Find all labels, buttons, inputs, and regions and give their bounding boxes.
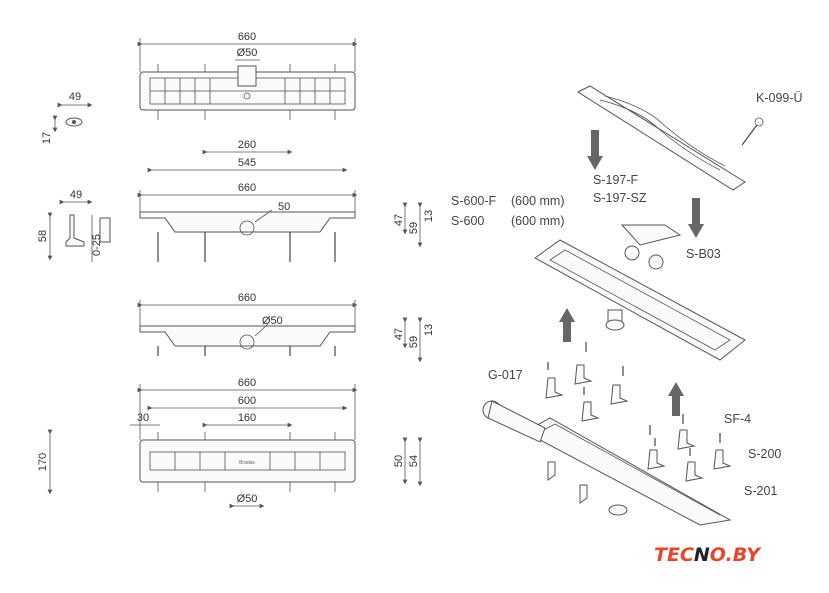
key-part [741, 117, 764, 146]
exploded-view: K-099-Ü S-197-F S-197-SZ S-600-F (600 mm… [451, 85, 803, 526]
top-width-label: 660 [238, 31, 256, 43]
top-outlet-label: Ø50 [237, 47, 258, 59]
label-sealing: G-017 [488, 368, 523, 382]
side1-grate-span: 260 [238, 139, 256, 151]
feet-group-left [545, 364, 629, 422]
label-grate-f: S-197-F [593, 173, 639, 187]
side1-inner-span: 545 [238, 157, 256, 169]
bottom-width: 660 [238, 377, 256, 389]
side1-height-b: 59 [408, 222, 420, 234]
logo-part-4: .BY [726, 544, 763, 566]
logo-part-2: N [694, 544, 710, 566]
siphon-part [620, 224, 682, 270]
arrow-down-grate [587, 130, 603, 170]
label-siphon: S-B03 [686, 247, 721, 261]
logo-part-3: O [710, 544, 726, 566]
side2-height-a: 47 [393, 328, 405, 340]
label-set-200: S-200 [748, 447, 781, 461]
svg-text:TECNO.BY: TECNO.BY [654, 544, 762, 566]
side2-width: 660 [238, 292, 256, 304]
bottom-left-height: 170 [37, 453, 49, 471]
side-view-1: 260 545 660 50 49 58 0-25 47 59 13 [37, 139, 435, 262]
bottom-height-a: 50 [393, 455, 405, 467]
channel-part [534, 239, 746, 361]
top-side-width: 49 [69, 91, 81, 103]
label-grate-sz: S-197-SZ [593, 191, 647, 205]
arrow-up-right [668, 382, 684, 416]
side2-height-b: 59 [408, 336, 420, 348]
bottom-center-span: 160 [238, 412, 256, 424]
label-key: K-099-Ü [756, 91, 803, 105]
label-channel-f: S-600-F [451, 194, 497, 208]
side1-width: 660 [238, 182, 256, 194]
side1-outlet: 50 [278, 201, 290, 213]
side1-foot-height: 58 [37, 230, 49, 242]
side-view-2: 660 Ø50 47 59 13 [137, 292, 435, 363]
bottom-brand: Bradas [239, 460, 255, 466]
bottom-view: 660 600 30 160 Bradas Ø50 170 50 54 [37, 377, 423, 509]
grate-part [576, 85, 746, 191]
bottom-outlet: Ø50 [237, 493, 258, 505]
bottom-edge-offset: 30 [137, 412, 149, 424]
label-channel-f-size: (600 mm) [511, 194, 564, 208]
top-side-height: 17 [41, 132, 53, 144]
top-view: 660 Ø50 49 17 [41, 31, 358, 144]
bottom-height-b: 54 [408, 455, 420, 467]
side1-height-a: 47 [393, 214, 405, 226]
arrow-up-left [559, 308, 575, 342]
feet-group-right [547, 429, 732, 504]
side2-outlet: Ø50 [262, 315, 283, 327]
side1-foot-width: 49 [70, 189, 82, 201]
channel-lower [482, 400, 732, 526]
label-set-201: S-201 [744, 484, 777, 498]
logo-part-1: TEC [654, 544, 694, 566]
side1-height-c: 13 [423, 210, 435, 222]
label-channel-size: (600 mm) [511, 214, 564, 228]
bottom-inner-width: 600 [238, 395, 256, 407]
label-channel: S-600 [451, 214, 484, 228]
side2-height-c: 13 [423, 324, 435, 336]
label-feet: SF-4 [724, 412, 751, 426]
arrow-down-siphon [688, 198, 704, 238]
brand-logo: TECNO.BY [654, 544, 762, 566]
